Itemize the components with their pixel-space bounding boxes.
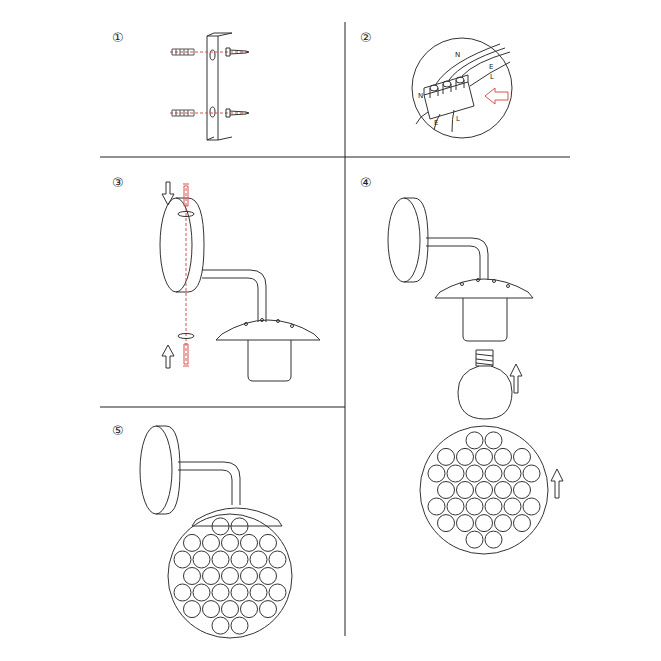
glass-bubble [212, 518, 229, 535]
glass-bubble [222, 534, 239, 551]
divider [100, 157, 570, 158]
glass-bubble [231, 518, 248, 535]
wire-label: N [455, 52, 460, 59]
glass-bubble [231, 617, 248, 634]
wire-label: L [490, 74, 494, 81]
assembled-lamp [140, 426, 292, 638]
glass-bubble [241, 568, 258, 585]
glass-bubble [193, 584, 210, 601]
glass-bubble [485, 465, 502, 482]
wire-label: L [456, 116, 460, 123]
glass-bubble [504, 465, 521, 482]
glass-bubble [241, 534, 258, 551]
glass-bubble [184, 601, 201, 618]
glass-bubble [457, 448, 474, 465]
step-number: ⑤ [112, 424, 124, 437]
glass-bubble [203, 534, 220, 551]
glass-bubble [231, 551, 248, 568]
glass-bubble [231, 584, 248, 601]
glass-bubble [250, 551, 267, 568]
terminal-block [412, 38, 512, 138]
glass-bubble [269, 551, 286, 568]
step-number: ① [112, 31, 124, 44]
glass-bubble [485, 531, 502, 548]
glass-bubble [184, 534, 201, 551]
step-number: ④ [360, 176, 372, 189]
glass-bubble [514, 515, 531, 532]
glass-bubble [174, 584, 191, 601]
globe-pattern [174, 518, 286, 634]
mounting-bracket [170, 33, 249, 140]
glass-bubble [184, 568, 201, 585]
glass-bubble [222, 568, 239, 585]
glass-bubble [476, 515, 493, 532]
glass-bubble [504, 498, 521, 515]
glass-bubble [212, 551, 229, 568]
glass-bubble [466, 498, 483, 515]
glass-bubble [476, 448, 493, 465]
glass-bubble [447, 498, 464, 515]
glass-bubble [514, 448, 531, 465]
glass-bubble [428, 465, 445, 482]
glass-bubble [241, 601, 258, 618]
glass-bubble [222, 601, 239, 618]
glass-bubble [466, 465, 483, 482]
glass-bubble [438, 482, 455, 499]
glass-bubble [495, 482, 512, 499]
glass-bubble [447, 465, 464, 482]
wire-label: E [489, 64, 493, 71]
wire-label: N [418, 93, 423, 100]
glass-bubble [428, 498, 445, 515]
glass-bubble [250, 584, 267, 601]
globe-pattern [428, 432, 540, 548]
glass-bubble [495, 515, 512, 532]
glass-bubble [466, 432, 483, 449]
step-number: ③ [112, 176, 124, 189]
lamp-fixing [160, 182, 320, 381]
glass-bubble [466, 531, 483, 548]
glass-bubble [523, 498, 540, 515]
step-number: ② [360, 31, 372, 44]
glass-bubble [514, 482, 531, 499]
glass-bubble [269, 584, 286, 601]
glass-bubble [457, 482, 474, 499]
wire-label: E [434, 120, 438, 127]
bulb-and-globe [388, 198, 563, 554]
glass-bubble [476, 482, 493, 499]
glass-bubble [212, 584, 229, 601]
glass-bubble [260, 601, 277, 618]
divider [345, 22, 346, 636]
glass-bubble [485, 498, 502, 515]
glass-bubble [260, 568, 277, 585]
glass-bubble [174, 551, 191, 568]
glass-bubble [438, 448, 455, 465]
glass-bubble [193, 551, 210, 568]
glass-bubble [203, 568, 220, 585]
glass-bubble [523, 465, 540, 482]
divider [100, 407, 345, 408]
glass-bubble [203, 601, 220, 618]
glass-bubble [260, 534, 277, 551]
glass-bubble [212, 617, 229, 634]
glass-bubble [495, 448, 512, 465]
glass-bubble [485, 432, 502, 449]
glass-bubble [438, 515, 455, 532]
glass-bubble [457, 515, 474, 532]
